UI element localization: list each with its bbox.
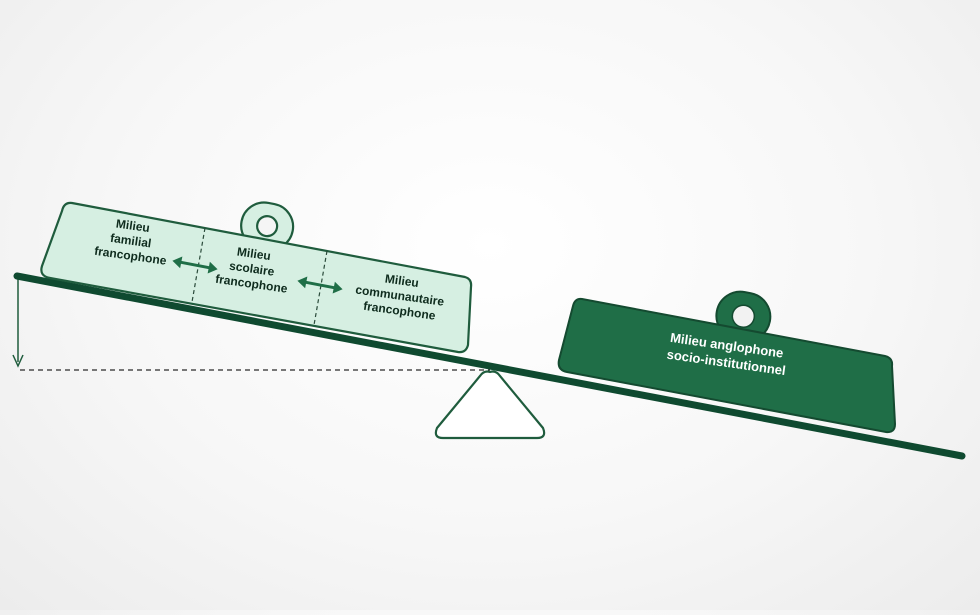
left-weight-body [40, 201, 473, 354]
francophone-weight: Milieu familial francophone Milieu scola… [40, 201, 473, 354]
tilt-indicator [12, 278, 490, 371]
segment-text-line: scolaire [228, 259, 275, 279]
double-arrow-icon [172, 256, 218, 274]
anglophone-weight: Milieu anglophone socio-institutionnel [557, 290, 897, 434]
segment-text-line: Milieu [384, 272, 420, 291]
fulcrum-triangle [434, 370, 546, 440]
double-arrow-icon [297, 276, 343, 294]
drop-arrowhead [12, 354, 24, 368]
segment-divider-2 [313, 250, 328, 326]
segment-text-line: Milieu [236, 245, 272, 264]
segment-text-line: familial [109, 231, 152, 251]
segment-text-line: Milieu [115, 217, 151, 236]
seesaw-beam [13, 272, 966, 460]
right-weight-body [557, 297, 897, 434]
